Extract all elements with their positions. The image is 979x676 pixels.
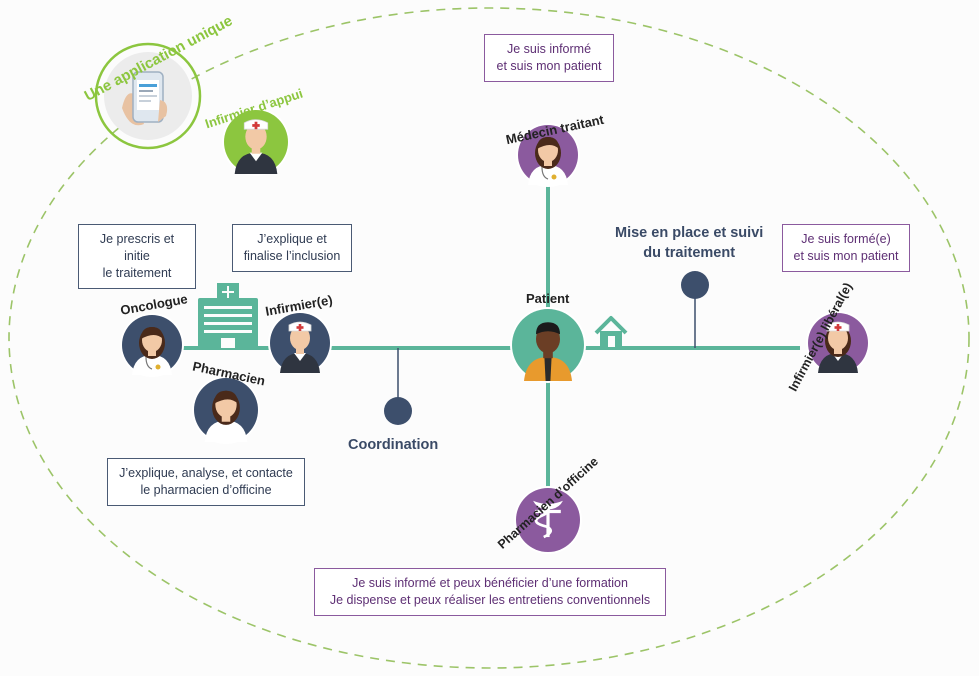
liberal-bubble: Je suis formé(e) et suis mon patient [782,224,910,272]
liberal-bubble-line-2: et suis mon patient [793,248,899,263]
avatar-infirmier [268,311,332,375]
medecin-bubble: Je suis informé et suis mon patient [484,34,614,82]
app-badge [94,42,202,150]
suivi-label-line-2: du traitement [643,244,736,261]
avatar-pharmacien [192,376,260,444]
avatar-medecin [516,123,580,187]
liberal-bubble-line-1: Je suis formé(e) [801,232,891,246]
coordination-label: Coordination [348,437,439,453]
smartphone-app-icon [122,71,168,126]
suivi-label: Mise en place et suivi du traitement [615,224,763,263]
oncologue-bubble: Je prescris et initie le traitement [78,224,196,289]
hospital-icon [198,283,258,348]
pharmacien-bubble-line-2: le pharmacien d’officine [140,482,272,497]
avatar-pharmacien-officine [514,486,582,554]
care-network-boundary [8,7,970,669]
oncologue-bubble-line-1: Je prescris et initie [99,232,175,263]
officine-bubble-line-2: Je dispense et peux réaliser les entreti… [329,592,651,607]
infirmier-bubble: J’explique et finalise l’inclusion [232,224,352,272]
avatar-infirmier-liberal [806,311,870,375]
infirmier-bubble-line-2: finalise l’inclusion [243,248,341,263]
pharmacien-bubble: J’explique, analyse, et contacte le phar… [107,458,305,506]
officine-bubble-line-1: Je suis informé et peux bénéficier d’une… [352,576,628,590]
infirmier-bubble-line-1: J’explique et [257,232,327,246]
officine-bubble: Je suis informé et peux bénéficier d’une… [314,568,666,616]
label-patient: Patient [526,291,570,306]
suivi-label-line-1: Mise en place et suivi [615,225,764,241]
pharmacien-bubble-line-1: J’explique, analyse, et contacte [119,466,293,480]
coordination-dot [384,397,412,425]
home-icon [594,316,628,347]
avatar-infirmier-appui [222,108,290,176]
oncologue-bubble-line-2: le traitement [102,265,172,280]
medecin-bubble-line-1: Je suis informé [506,42,592,56]
medecin-bubble-line-2: et suis mon patient [496,58,602,73]
avatar-patient [510,307,586,383]
avatar-oncologue [120,313,184,377]
suivi-dot [681,271,709,299]
